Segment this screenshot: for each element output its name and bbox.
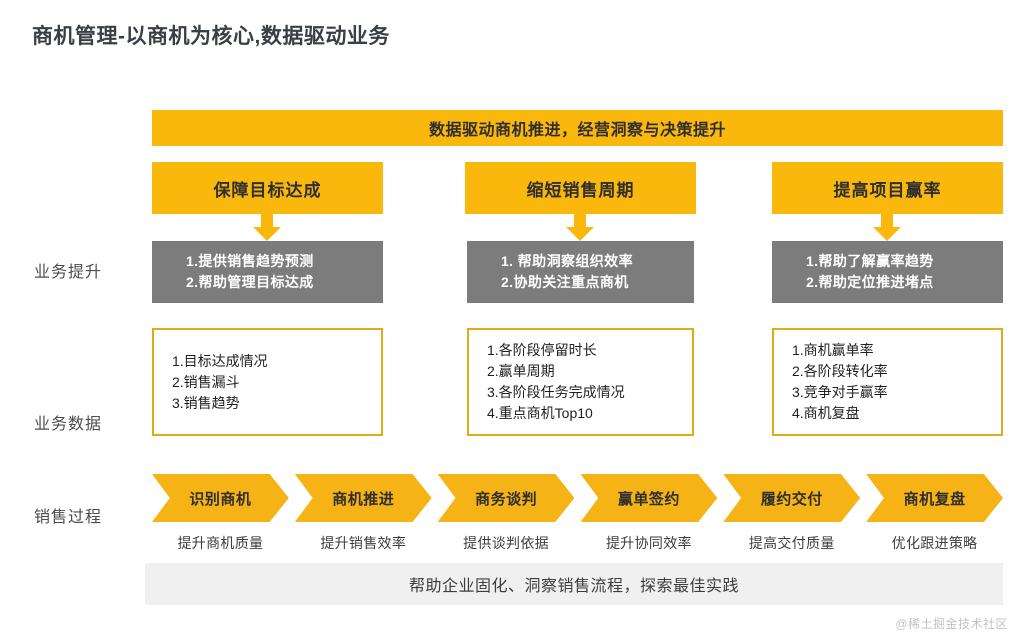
row-label-business-data: 业务数据 bbox=[34, 416, 103, 433]
watermark: @稀土掘金技术社区 bbox=[895, 617, 1008, 631]
process-step-chevron-5[interactable]: 商机复盘 bbox=[866, 474, 1003, 522]
metric-line: 1.各阶段停留时长 bbox=[487, 342, 597, 358]
down-arrow-icon-0 bbox=[250, 214, 284, 242]
benefit-line: 2.帮助管理目标达成 bbox=[186, 274, 314, 290]
process-step-subtitle-4: 提高交付质量 bbox=[748, 535, 835, 551]
metric-line: 3.销售趋势 bbox=[172, 394, 240, 411]
metric-line: 1.目标达成情况 bbox=[172, 352, 268, 369]
metrics-box-2: 1.商机赢单率 2.各阶段转化率 3.竞争对手赢率 4.商机复盘 bbox=[772, 328, 1003, 436]
metric-line: 1.商机赢单率 bbox=[792, 342, 874, 358]
metric-line: 2.销售漏斗 bbox=[172, 373, 240, 390]
benefit-line: 2.帮助定位推进堵点 bbox=[806, 274, 934, 290]
page-title: 商机管理-以商机为核心,数据驱动业务 bbox=[32, 25, 390, 48]
metric-line: 4.重点商机Top10 bbox=[487, 405, 593, 421]
benefit-box-2: 1.帮助了解赢率趋势 2.帮助定位推进堵点 bbox=[772, 241, 1003, 303]
column-header-0: 保障目标达成 bbox=[152, 162, 383, 214]
metric-line: 3.各阶段任务完成情况 bbox=[487, 384, 625, 400]
metric-line: 4.商机复盘 bbox=[792, 405, 860, 421]
process-step-chevron-0[interactable]: 识别商机 bbox=[152, 474, 289, 522]
benefit-line: 2.协助关注重点商机 bbox=[501, 274, 629, 290]
down-arrow-icon-1 bbox=[563, 214, 597, 242]
benefit-line: 1.提供销售趋势预测 bbox=[186, 253, 314, 269]
process-step-chevron-1[interactable]: 商机推进 bbox=[294, 474, 432, 522]
process-chevron-row: 识别商机商机推进商务谈判赢单签约履约交付商机复盘 bbox=[152, 474, 1003, 522]
process-step-chevron-3[interactable]: 赢单签约 bbox=[580, 474, 718, 522]
down-arrow-icon-2 bbox=[870, 214, 904, 242]
column-header-1: 缩短销售周期 bbox=[465, 162, 696, 214]
metrics-box-0: 1.目标达成情况 2.销售漏斗 3.销售趋势 bbox=[152, 328, 383, 436]
process-step-subtitle-1: 提升销售效率 bbox=[320, 535, 407, 551]
process-step-chevron-2[interactable]: 商务谈判 bbox=[437, 474, 575, 522]
row-label-business-improvement: 业务提升 bbox=[34, 264, 103, 281]
metrics-box-1: 1.各阶段停留时长 2.赢单周期 3.各阶段任务完成情况 4.重点商机Top10 bbox=[467, 328, 694, 436]
process-step-subtitle-5: 优化跟进策略 bbox=[891, 535, 978, 551]
benefit-line: 1.帮助了解赢率趋势 bbox=[806, 253, 934, 269]
benefit-box-0: 1.提供销售趋势预测 2.帮助管理目标达成 bbox=[152, 241, 383, 303]
benefit-box-1: 1. 帮助洞察组织效率 2.协助关注重点商机 bbox=[467, 241, 694, 303]
process-step-chevron-4[interactable]: 履约交付 bbox=[723, 474, 861, 522]
column-header-2: 提高项目赢率 bbox=[772, 162, 1003, 214]
benefit-line: 1. 帮助洞察组织效率 bbox=[501, 253, 633, 269]
metric-line: 2.各阶段转化率 bbox=[792, 363, 888, 379]
process-step-subtitle-0: 提升商机质量 bbox=[177, 535, 264, 551]
bottom-summary-bar: 帮助企业固化、洞察销售流程，探索最佳实践 bbox=[145, 563, 1003, 605]
metric-line: 2.赢单周期 bbox=[487, 363, 555, 379]
process-step-subtitle-3: 提升协同效率 bbox=[606, 535, 692, 551]
metric-line: 3.竞争对手赢率 bbox=[792, 384, 888, 400]
row-label-sales-process: 销售过程 bbox=[34, 509, 103, 526]
process-step-subtitle-2: 提供谈判依据 bbox=[463, 535, 549, 551]
top-banner: 数据驱动商机推进，经营洞察与决策提升 bbox=[152, 110, 1003, 146]
